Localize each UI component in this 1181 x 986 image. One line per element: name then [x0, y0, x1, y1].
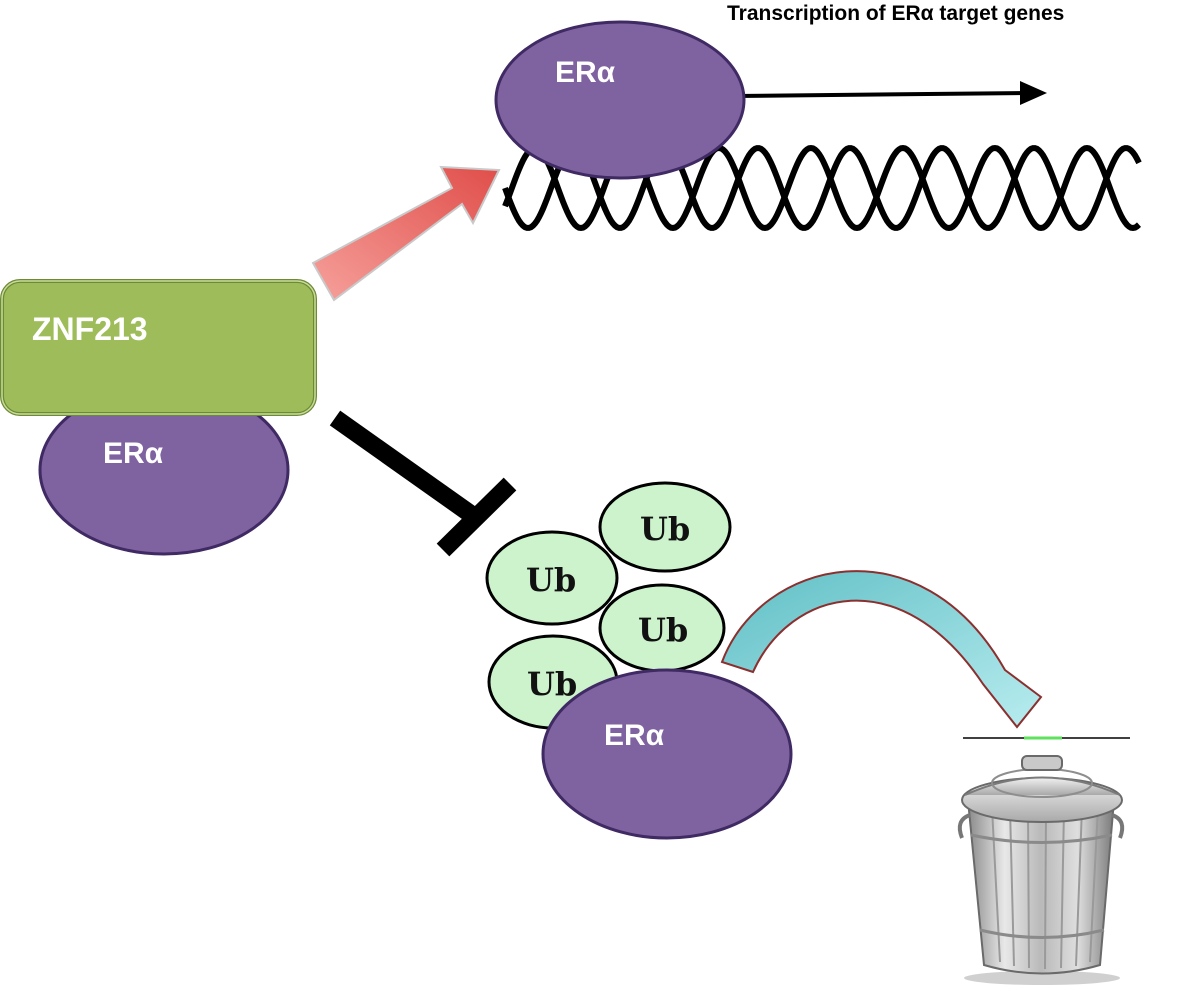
- ub-3: Ub: [598, 583, 726, 673]
- dna-strand-1: [502, 145, 1142, 231]
- svg-text:Ub: Ub: [527, 665, 577, 703]
- ub-1: Ub: [598, 481, 732, 573]
- activation-arrow: [311, 165, 501, 302]
- znf213-box: ZNF213: [0, 279, 317, 416]
- era-left-label: ERα: [103, 437, 164, 470]
- inhibition-bar: [329, 410, 517, 557]
- svg-text:Ub: Ub: [638, 611, 688, 649]
- svg-text:Ub: Ub: [526, 561, 576, 599]
- znf213-label: ZNF213: [32, 311, 148, 347]
- ub-2: Ub: [485, 530, 619, 626]
- era-top: ERα: [494, 20, 746, 180]
- trash-can-icon: [957, 736, 1130, 985]
- era-bottom: ERα: [541, 668, 793, 840]
- transcription-label: Transcription of ERα target genes: [727, 2, 1064, 25]
- degradation-arrow: [720, 570, 1043, 729]
- era-top-label: ERα: [555, 56, 616, 89]
- ubiquitin-cluster: Ub Ub Ub Ub: [485, 481, 732, 730]
- era-bottom-label: ERα: [604, 719, 665, 752]
- svg-text:Ub: Ub: [640, 510, 690, 548]
- transcription-arrow: [734, 81, 1047, 105]
